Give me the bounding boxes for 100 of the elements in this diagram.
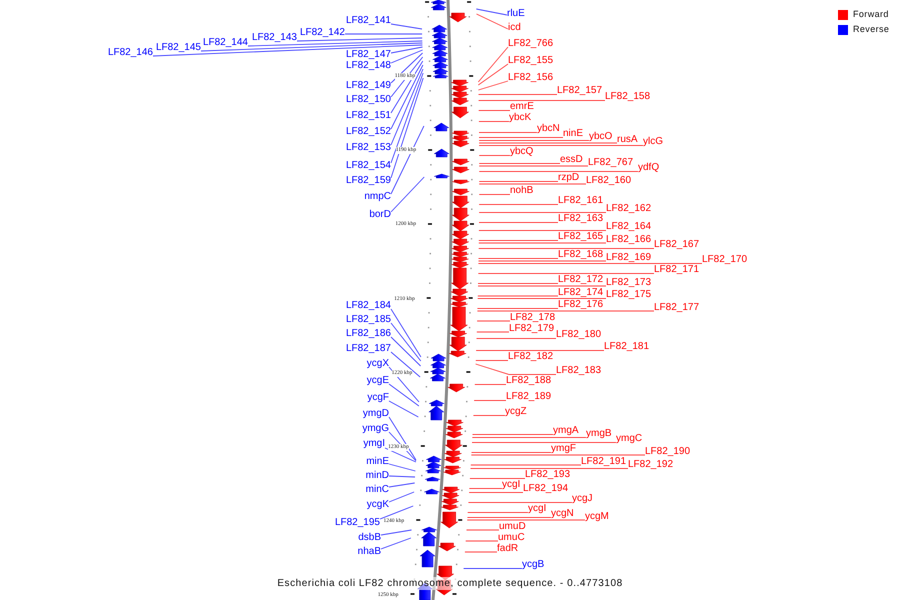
leader-line [478, 181, 558, 182]
leader-line [478, 163, 560, 164]
leader-line [472, 415, 506, 416]
leader-line [388, 482, 416, 488]
gene-label: LF82_141 [346, 16, 391, 26]
leader-line [476, 320, 510, 322]
gene-label: LF82_178 [510, 312, 556, 322]
gene-label: LF82_180 [556, 330, 602, 340]
leader-line [476, 350, 604, 351]
gene-label: ycgZ [505, 407, 527, 417]
gene-label: LF82_183 [556, 366, 602, 376]
leader-line [478, 132, 538, 133]
leader-line [474, 400, 506, 401]
leader-line [390, 68, 424, 146]
gene-label: LF82_186 [346, 329, 391, 339]
leader-line [390, 56, 424, 98]
gene-label: LF82_156 [508, 73, 554, 83]
gene-label: LF82_187 [346, 344, 391, 354]
gene-label: ycgM [585, 512, 609, 522]
gene-label: LF82_168 [558, 250, 604, 260]
gene-label: LF82_147 [346, 50, 391, 60]
leader-line [478, 263, 702, 264]
gene-label: fadR [497, 544, 518, 554]
gene-label: ycgK [366, 500, 389, 510]
gene-label: LF82_154 [346, 161, 391, 171]
gene-label: LF82_766 [508, 39, 554, 49]
leader-line [390, 352, 421, 378]
gene-label: ymgB [586, 429, 612, 439]
gene-label: LF82_189 [506, 392, 552, 402]
leader-line [390, 52, 424, 84]
gene-label: LF82_152 [346, 127, 391, 137]
leader-line [475, 364, 556, 375]
gene-label: LF82_144 [202, 38, 248, 48]
gene-label: ycgJ [572, 494, 593, 504]
gene-label: LF82_170 [702, 255, 748, 265]
gene-label: LF82_175 [606, 290, 652, 300]
gene-label: rzpD [558, 173, 580, 183]
leader-line [478, 204, 558, 205]
leader-line [476, 14, 508, 30]
gene-label: nhaB [358, 547, 381, 557]
leader-line [478, 273, 654, 274]
leader-line [472, 442, 616, 443]
leader-line [478, 240, 558, 241]
gene-label: LF82_194 [523, 484, 568, 494]
gene-label: LF82_176 [558, 300, 604, 310]
gene-label: LF82_166 [606, 234, 652, 244]
leader-line [476, 310, 654, 312]
gene-label: rusA [617, 134, 638, 144]
leader-line [475, 360, 508, 361]
leader-line [388, 400, 419, 418]
gene-label: LF82_149 [346, 81, 391, 91]
gene-label: LF82_171 [654, 265, 700, 275]
gene-label: LF82_157 [557, 86, 602, 96]
leader-line [200, 42, 423, 52]
leader-line [390, 64, 424, 130]
leader-line [388, 366, 420, 402]
gene-label: LF82_185 [346, 315, 391, 325]
gene-label: ycgI [528, 504, 546, 514]
gene-label: LF82_181 [604, 342, 650, 352]
gene-label: emrE [510, 102, 534, 112]
leader-line [471, 452, 552, 453]
leader-line [468, 502, 572, 503]
gene-label: ylcG [643, 137, 663, 147]
gene-label: LF82_767 [588, 158, 634, 168]
gene-label: LF82_151 [346, 111, 391, 121]
gene-label: rluE [507, 9, 525, 19]
leader-line [384, 448, 416, 462]
gene-label: LF82_182 [508, 352, 554, 362]
gene-label: LF82_143 [252, 33, 297, 43]
leader-line [472, 437, 586, 438]
leader-line [470, 464, 582, 466]
leader-line [478, 260, 606, 262]
gene-label: nohB [510, 186, 534, 196]
leader-line [388, 492, 415, 502]
leader-line [469, 478, 526, 479]
gene-label: LF82_177 [654, 302, 700, 312]
leader-line [478, 121, 510, 122]
leader-line [478, 230, 606, 231]
gene-label: LF82_191 [581, 456, 626, 466]
leader-line [478, 64, 508, 86]
gene-label: LF82_190 [645, 446, 690, 456]
leader-line [478, 155, 510, 156]
gene-label: ycgF [367, 393, 389, 403]
leader-line [248, 40, 423, 46]
leader-line [390, 24, 422, 30]
leader-line [470, 454, 646, 456]
leader-line [388, 476, 416, 478]
leader-line [478, 145, 644, 146]
gene-label: LF82_155 [508, 56, 554, 66]
leader-line [478, 94, 558, 95]
leader-line [466, 517, 552, 518]
gene-label: LF82_193 [525, 470, 570, 480]
gene-label: LF82_184 [346, 301, 391, 311]
leader-line [380, 538, 412, 550]
gene-label: LF82_172 [558, 275, 604, 285]
gene-label: LF82_173 [606, 278, 652, 288]
gene-label: ycgE [366, 376, 389, 386]
gene-label: LF82_164 [606, 222, 652, 232]
leader-line [388, 416, 416, 460]
leader-line [478, 46, 508, 82]
